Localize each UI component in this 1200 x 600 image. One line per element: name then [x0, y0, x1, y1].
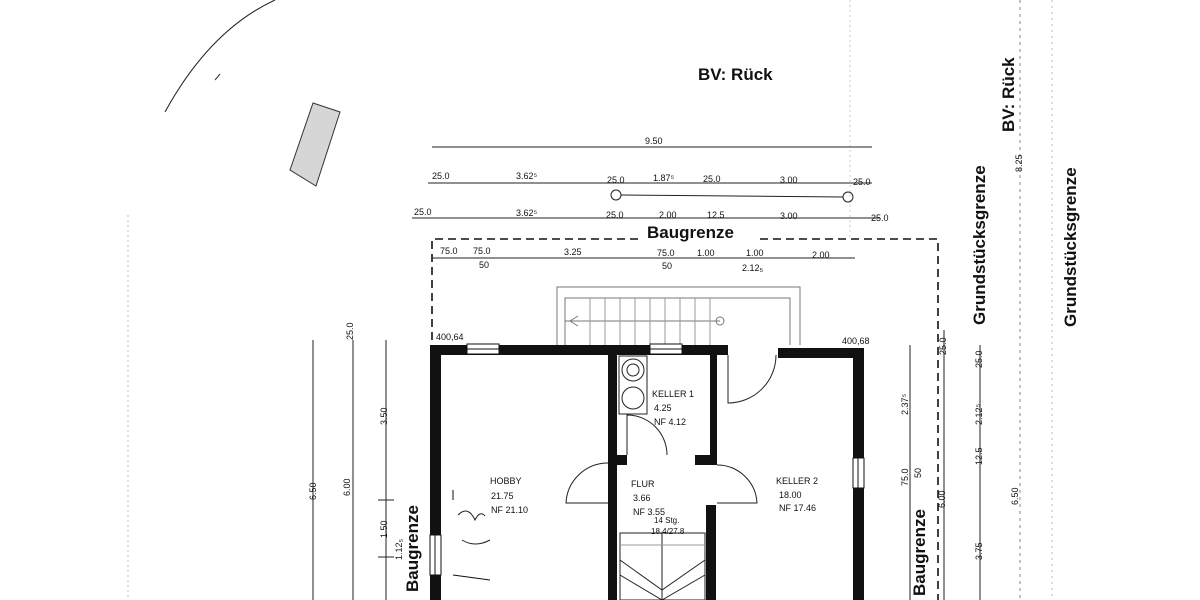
- bv-top-label: BV: Rück: [698, 65, 773, 84]
- grundstuecksgrenze-right-label: Grundstücksgrenze: [1061, 167, 1080, 327]
- svg-text:75.0: 75.0: [440, 246, 458, 256]
- svg-text:25.0: 25.0: [974, 350, 984, 368]
- interior-walls: [608, 355, 717, 600]
- dim-row-3: 75.0 75.0 3.25 75.0 1.00 1.00 2.00 50 50…: [432, 246, 855, 273]
- svg-text:8.25: 8.25: [1014, 154, 1024, 172]
- svg-text:4.25: 4.25: [654, 403, 672, 413]
- svg-text:1.00: 1.00: [697, 248, 715, 258]
- svg-text:2.12⁵: 2.12⁵: [974, 403, 984, 425]
- svg-text:25.0: 25.0: [853, 177, 871, 187]
- svg-text:1.50: 1.50: [379, 520, 389, 538]
- tank-circles: [618, 355, 648, 415]
- dim-row-2: 25.0 3.62⁵ 25.0 2.00 12.5 3.00 25.0: [412, 207, 889, 223]
- svg-text:25.0: 25.0: [607, 175, 625, 185]
- scan-guide-lines: [127, 0, 1053, 600]
- level-left: 400,64: [436, 332, 464, 342]
- svg-text:25.0: 25.0: [938, 337, 948, 355]
- external-stair: [556, 286, 801, 345]
- svg-text:25.0: 25.0: [606, 210, 624, 220]
- left-vertical-dims: 6.50 6.00 25.0 3.50 1.50 1.12₅: [308, 322, 404, 600]
- svg-text:1.00: 1.00: [746, 248, 764, 258]
- street-arc: [164, 0, 276, 113]
- svg-text:1.12₅: 1.12₅: [394, 538, 404, 560]
- svg-text:3.00: 3.00: [780, 211, 798, 221]
- svg-text:9.50: 9.50: [645, 136, 663, 146]
- dim-total: 9.50: [432, 136, 872, 148]
- svg-text:NF 17.46: NF 17.46: [779, 503, 816, 513]
- svg-text:50: 50: [662, 261, 672, 271]
- svg-text:3.50: 3.50: [379, 407, 389, 425]
- interior-stair: [619, 532, 706, 600]
- svg-text:12.5: 12.5: [974, 447, 984, 465]
- dim-row-1: 25.0 3.62⁵ 25.0 1.87⁵ 25.0 3.00 25.0: [428, 171, 872, 203]
- baugrenze-top-label: Baugrenze: [647, 223, 734, 242]
- svg-text:3.25: 3.25: [564, 247, 582, 257]
- svg-text:HOBBY: HOBBY: [490, 476, 522, 486]
- hatched-object: [289, 102, 341, 187]
- hobby-sketch: [452, 490, 491, 581]
- svg-text:FLUR: FLUR: [631, 479, 655, 489]
- svg-text:75.0: 75.0: [657, 248, 675, 258]
- svg-text:3.75: 3.75: [974, 542, 984, 560]
- svg-text:25.0: 25.0: [345, 322, 355, 340]
- svg-text:50: 50: [913, 468, 923, 478]
- svg-text:2.00: 2.00: [659, 210, 677, 220]
- svg-text:25.0: 25.0: [414, 207, 432, 217]
- room-keller-1: KELLER 1 4.25 NF 4.12: [652, 389, 694, 427]
- svg-text:14 Stg.: 14 Stg.: [654, 516, 679, 525]
- stair-info: 14 Stg. 18.4/27.8: [651, 516, 685, 536]
- svg-text:18.00: 18.00: [779, 490, 802, 500]
- svg-text:6.00: 6.00: [937, 490, 947, 508]
- svg-text:3.62⁵: 3.62⁵: [516, 208, 538, 218]
- svg-text:KELLER 1: KELLER 1: [652, 389, 694, 399]
- svg-text:6.50: 6.50: [1010, 487, 1020, 505]
- room-hobby: HOBBY 21.75 NF 21.10: [490, 476, 528, 515]
- right-vertical-dims: 2.37⁵ 75.0 50 6.00 25.0 25.0 2.12⁵ 12.5 …: [900, 154, 1024, 600]
- baugrenze-right-label: Baugrenze: [910, 509, 929, 596]
- baugrenze-left-label: Baugrenze: [403, 505, 422, 592]
- svg-text:NF 4.12: NF 4.12: [654, 417, 686, 427]
- svg-text:KELLER 2: KELLER 2: [776, 476, 818, 486]
- svg-text:6.50: 6.50: [308, 482, 318, 500]
- svg-text:21.75: 21.75: [491, 491, 514, 501]
- svg-text:NF 21.10: NF 21.10: [491, 505, 528, 515]
- svg-text:25.0: 25.0: [432, 171, 450, 181]
- svg-text:25.0: 25.0: [703, 174, 721, 184]
- svg-text:6.00: 6.00: [342, 478, 352, 496]
- level-right: 400,68: [842, 336, 870, 346]
- svg-text:18.4/27.8: 18.4/27.8: [651, 527, 685, 536]
- bv-right-label: BV: Rück: [999, 57, 1018, 132]
- svg-text:3.62⁵: 3.62⁵: [516, 171, 538, 181]
- doors: [565, 354, 777, 504]
- svg-text:75.0: 75.0: [900, 468, 910, 486]
- svg-text:2.00: 2.00: [812, 250, 830, 260]
- room-keller-2: KELLER 2 18.00 NF 17.46: [776, 476, 818, 513]
- svg-text:25.0: 25.0: [871, 213, 889, 223]
- svg-text:3.66: 3.66: [633, 493, 651, 503]
- svg-text:2.12₅: 2.12₅: [742, 263, 764, 273]
- grundstuecksgrenze-left-label: Grundstücksgrenze: [970, 165, 989, 325]
- windows: [429, 343, 865, 576]
- svg-text:2.37⁵: 2.37⁵: [900, 393, 910, 415]
- svg-text:1.87⁵: 1.87⁵: [653, 173, 675, 183]
- svg-text:50: 50: [479, 260, 489, 270]
- svg-text:3.00: 3.00: [780, 175, 798, 185]
- svg-text:75.0: 75.0: [473, 246, 491, 256]
- svg-text:NF 3.55: NF 3.55: [633, 507, 665, 517]
- svg-text:12.5: 12.5: [707, 210, 725, 220]
- room-flur: FLUR 3.66 NF 3.55: [631, 479, 665, 517]
